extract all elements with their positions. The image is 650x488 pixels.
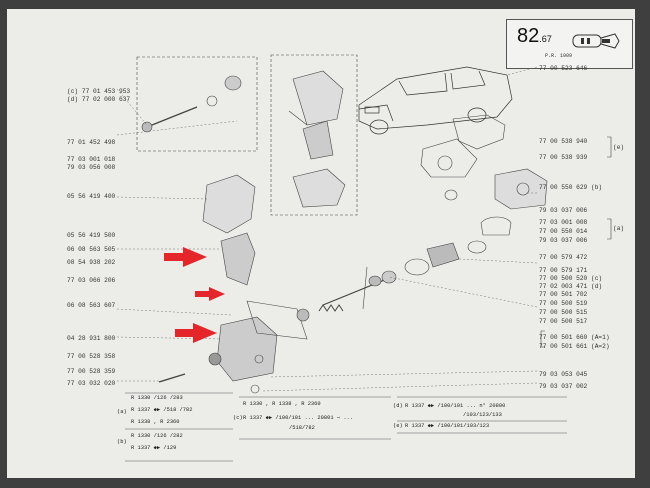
- barrel-part: [426, 242, 460, 268]
- right-part-number: 79 03 037 002: [539, 383, 588, 390]
- right-part-number: 77 00 500 520 (c): [539, 275, 603, 282]
- left-part-number: 77 03 066 206: [67, 277, 116, 284]
- note-d-row2: /103/123/133: [463, 412, 502, 418]
- right-part-number: 79 03 053 045: [539, 371, 588, 378]
- note-a-row1: R 1330 /126 /283: [131, 395, 183, 401]
- ref-code: P.R. 1009: [545, 53, 573, 59]
- lock-housing-right: [494, 168, 548, 210]
- note-c-row2: R 1337 ◆▶ /100/101 ... 20801 ⇨ ...: [243, 415, 354, 421]
- bracket-label-e: (e): [613, 144, 625, 151]
- note-c-tag: (c): [233, 415, 243, 421]
- right-part-number: 77 00 550 629 (b): [539, 184, 603, 191]
- note-c-row1: R 1330 , R 1338 , R 2360: [243, 401, 321, 407]
- right-part-number: 77 00 538 940: [539, 138, 588, 145]
- lock-cylinder-icon: [572, 33, 620, 49]
- right-part-number: 79 03 037 006: [539, 207, 588, 214]
- right-part-number: 77 00 523 646: [539, 65, 588, 72]
- bracket-label-a: (a): [613, 225, 625, 232]
- inset-left-box: [136, 56, 258, 152]
- left-part-number: 05 56 419 400: [67, 193, 116, 200]
- left-part-number: 77 00 528 358: [67, 353, 116, 360]
- red-arrow-3: [175, 323, 217, 343]
- lock-cover-part: [452, 114, 506, 150]
- right-part-number: 77 00 500 515: [539, 309, 588, 316]
- note-b-row1: R 1330 /126 /282: [131, 433, 183, 439]
- right-part-number: 77 00 579 171: [539, 267, 588, 274]
- left-part-number: 08 54 938 202: [67, 259, 116, 266]
- right-part-number: 77 00 538 939: [539, 154, 588, 161]
- left-part-number: 04 28 931 800: [67, 335, 116, 342]
- note-a-row3: R 1338 , R 2360: [131, 419, 180, 425]
- right-part-number: 77 00 501 702: [539, 291, 588, 298]
- lock-body-lower: [216, 316, 278, 382]
- page-reference-box: 82.67 P.R. 1009: [506, 19, 633, 69]
- car-illustration: [358, 66, 513, 135]
- right-part-number: 77 02 003 471 (d): [539, 283, 603, 290]
- left-part-number: 77 03 032 020: [67, 380, 116, 387]
- inset-right-box: [270, 54, 358, 216]
- left-part-number: 79 03 056 008: [67, 164, 116, 171]
- right-part-number: 77 03 001 008: [539, 219, 588, 226]
- note-e-tag: (e): [393, 423, 403, 429]
- left-part-number: 06 08 563 505: [67, 246, 116, 253]
- exploded-diagram: [116, 54, 612, 462]
- note-b-tag: (b): [117, 439, 127, 445]
- right-part-number: 77 00 579 472: [539, 254, 588, 261]
- lock-plate-part: [420, 138, 478, 178]
- bracket-upper: [202, 174, 256, 234]
- left-part-number: 06 08 563 607: [67, 302, 116, 309]
- right-part-number: 77 00 501 661 (A=2): [539, 343, 610, 350]
- note-a-row2: R 1337 ◆▶ /518 /782: [131, 407, 193, 413]
- right-part-number: 77 00 500 517: [539, 318, 588, 325]
- clip-ring: [480, 216, 512, 236]
- note-d-tag: (d): [393, 403, 403, 409]
- note-c-row3: /518/782: [289, 425, 315, 431]
- right-part-number: 77 00 501 660 (A=1): [539, 334, 610, 341]
- left-part-number: 77 01 452 498: [67, 139, 116, 146]
- note-d-row1: R 1337 ◆▶ /100/101 ... n° 20800: [405, 403, 506, 409]
- left-part-number: (c) 77 01 453 953: [67, 88, 131, 95]
- guide-plate: [246, 300, 308, 340]
- bracket-middle: [220, 232, 256, 286]
- note-b-row2: R 1337 ◆▶ /129: [131, 445, 177, 451]
- note-e-row1: R 1337 ◆▶ /100/101/103/123: [405, 423, 490, 429]
- page-number: 82.67: [517, 25, 552, 47]
- highlight-arrows: [164, 247, 225, 343]
- note-a-tag: (a): [117, 409, 127, 415]
- left-part-number: 77 03 001 018: [67, 156, 116, 163]
- parts-sheet: 82.67 P.R. 1009: [7, 9, 635, 478]
- left-part-number: 77 00 528 359: [67, 368, 116, 375]
- left-part-number: (d) 77 02 000 637: [67, 96, 131, 103]
- right-part-number: 77 00 500 519: [539, 300, 588, 307]
- left-part-number: 05 56 419 500: [67, 232, 116, 239]
- red-arrow-1: [164, 247, 207, 267]
- red-arrow-2: [195, 287, 225, 301]
- right-part-number: 79 03 037 006: [539, 237, 588, 244]
- right-part-number: 77 00 550 014: [539, 228, 588, 235]
